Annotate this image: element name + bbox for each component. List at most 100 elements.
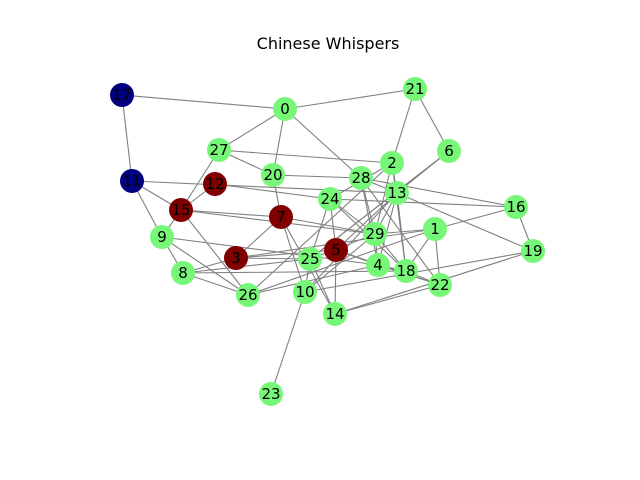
node-circle-15[interactable] — [169, 198, 193, 222]
edge-7-10 — [280, 216, 306, 293]
node-10[interactable]: 10 — [293, 280, 317, 304]
edge-0-28 — [284, 108, 362, 179]
node-circle-22[interactable] — [428, 273, 452, 297]
node-label-3: 3 — [231, 249, 241, 267]
node-circle-5[interactable] — [324, 238, 348, 262]
node-circle-26[interactable] — [236, 283, 260, 307]
edge-17-0 — [121, 94, 286, 110]
node-label-18: 18 — [396, 262, 415, 280]
node-label-21: 21 — [405, 80, 424, 98]
edge-13-4 — [377, 192, 398, 266]
node-21[interactable]: 21 — [403, 77, 427, 101]
node-label-19: 19 — [523, 242, 542, 260]
edge-27-2 — [218, 149, 393, 164]
node-label-15: 15 — [171, 201, 190, 219]
node-circle-29[interactable] — [363, 222, 387, 246]
node-circle-1[interactable] — [423, 217, 447, 241]
node-label-25: 25 — [300, 250, 319, 268]
node-9[interactable]: 9 — [150, 225, 174, 249]
node-circle-11[interactable] — [120, 169, 144, 193]
edge-16-24 — [329, 198, 517, 208]
node-circle-23[interactable] — [259, 382, 283, 406]
edges-layer — [121, 88, 534, 395]
node-24[interactable]: 24 — [318, 187, 342, 211]
node-circle-17[interactable] — [110, 83, 134, 107]
node-circle-3[interactable] — [224, 246, 248, 270]
node-circle-0[interactable] — [273, 97, 297, 121]
node-label-26: 26 — [238, 286, 257, 304]
node-label-27: 27 — [209, 141, 228, 159]
node-circle-21[interactable] — [403, 77, 427, 101]
node-circle-7[interactable] — [269, 205, 293, 229]
node-5[interactable]: 5 — [324, 238, 348, 262]
node-label-16: 16 — [506, 198, 525, 216]
node-circle-6[interactable] — [437, 139, 461, 163]
node-18[interactable]: 18 — [394, 259, 418, 283]
node-11[interactable]: 11 — [120, 169, 144, 193]
node-label-28: 28 — [351, 169, 370, 187]
edge-8-25 — [182, 258, 311, 274]
node-15[interactable]: 15 — [169, 198, 193, 222]
node-circle-27[interactable] — [207, 138, 231, 162]
node-4[interactable]: 4 — [366, 253, 390, 277]
node-circle-10[interactable] — [293, 280, 317, 304]
edge-12-24 — [214, 183, 331, 200]
node-label-1: 1 — [430, 220, 440, 238]
node-16[interactable]: 16 — [504, 195, 528, 219]
node-circle-28[interactable] — [349, 166, 373, 190]
node-label-29: 29 — [365, 225, 384, 243]
node-12[interactable]: 12 — [203, 172, 227, 196]
node-circle-9[interactable] — [150, 225, 174, 249]
node-25[interactable]: 25 — [298, 247, 322, 271]
node-circle-2[interactable] — [380, 151, 404, 175]
figure-title: Chinese Whispers — [257, 34, 400, 53]
node-20[interactable]: 20 — [261, 163, 285, 187]
edge-5-13 — [335, 192, 398, 251]
node-1[interactable]: 1 — [423, 217, 447, 241]
node-8[interactable]: 8 — [171, 261, 195, 285]
node-19[interactable]: 19 — [521, 239, 545, 263]
node-label-9: 9 — [157, 228, 167, 246]
edge-11-13 — [131, 180, 398, 194]
node-26[interactable]: 26 — [236, 283, 260, 307]
edge-15-26 — [180, 209, 249, 296]
edge-10-19 — [304, 250, 534, 293]
edge-0-27 — [218, 108, 286, 151]
node-label-14: 14 — [325, 305, 344, 323]
node-23[interactable]: 23 — [259, 382, 283, 406]
node-circle-25[interactable] — [298, 247, 322, 271]
node-17[interactable]: 17 — [110, 83, 134, 107]
edge-3-25 — [235, 257, 311, 260]
node-circle-14[interactable] — [323, 302, 347, 326]
node-circle-4[interactable] — [366, 253, 390, 277]
node-circle-19[interactable] — [521, 239, 545, 263]
node-circle-8[interactable] — [171, 261, 195, 285]
node-2[interactable]: 2 — [380, 151, 404, 175]
node-13[interactable]: 13 — [385, 181, 409, 205]
node-label-22: 22 — [430, 276, 449, 294]
node-circle-24[interactable] — [318, 187, 342, 211]
node-label-17: 17 — [112, 86, 131, 104]
node-circle-16[interactable] — [504, 195, 528, 219]
node-label-10: 10 — [295, 283, 314, 301]
node-6[interactable]: 6 — [437, 139, 461, 163]
node-14[interactable]: 14 — [323, 302, 347, 326]
node-7[interactable]: 7 — [269, 205, 293, 229]
node-circle-13[interactable] — [385, 181, 409, 205]
edge-28-4 — [360, 177, 379, 266]
node-circle-20[interactable] — [261, 163, 285, 187]
node-28[interactable]: 28 — [349, 166, 373, 190]
node-27[interactable]: 27 — [207, 138, 231, 162]
node-29[interactable]: 29 — [363, 222, 387, 246]
node-label-2: 2 — [387, 154, 397, 172]
node-22[interactable]: 22 — [428, 273, 452, 297]
edge-15-7 — [180, 209, 282, 218]
node-3[interactable]: 3 — [224, 246, 248, 270]
node-circle-12[interactable] — [203, 172, 227, 196]
node-circle-18[interactable] — [394, 259, 418, 283]
node-label-23: 23 — [261, 385, 280, 403]
edge-1-16 — [434, 206, 517, 230]
node-0[interactable]: 0 — [273, 97, 297, 121]
